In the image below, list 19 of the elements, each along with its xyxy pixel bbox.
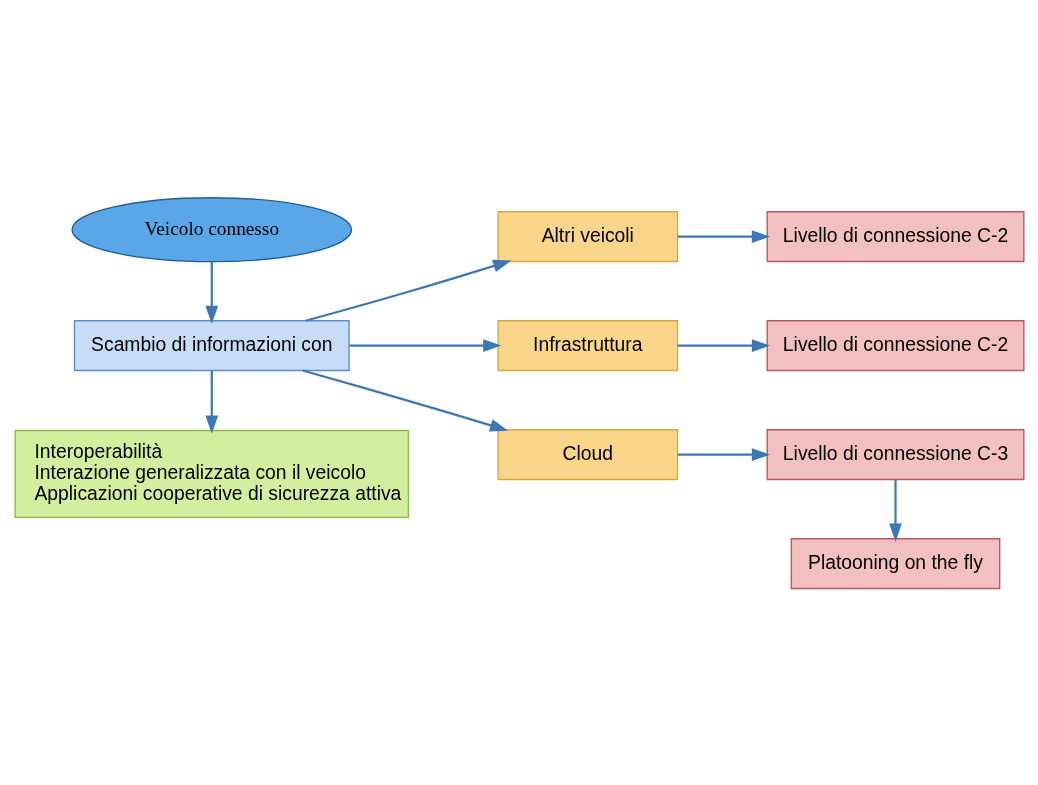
node-box: Livello di connessione C-3 <box>766 428 1025 480</box>
node-box: Scambio di informazioni con <box>73 319 350 371</box>
node-box: Platooning on the fly <box>790 537 1000 589</box>
node-box: Livello di connessione C-2 <box>766 319 1025 371</box>
arrow <box>349 338 501 352</box>
node-box: Interoperabilità Interazione generalizzata con il veicolo Applicazioni cooperative di sicurezza attiva <box>13 429 409 518</box>
node-box: Altri veicoli <box>496 210 678 262</box>
arrow <box>301 369 508 431</box>
arrow <box>304 259 511 322</box>
arrow <box>677 338 770 352</box>
arrow <box>888 479 902 542</box>
node-box: Livello di connessione C-2 <box>766 210 1025 262</box>
node-box: Cloud <box>496 428 678 480</box>
arrow <box>204 370 218 434</box>
arrow <box>677 229 770 243</box>
arrow <box>204 261 218 324</box>
node-box: Infrastruttura <box>496 319 678 371</box>
arrow <box>677 447 770 461</box>
node-ellipse: Veicolo connesso <box>70 196 352 262</box>
